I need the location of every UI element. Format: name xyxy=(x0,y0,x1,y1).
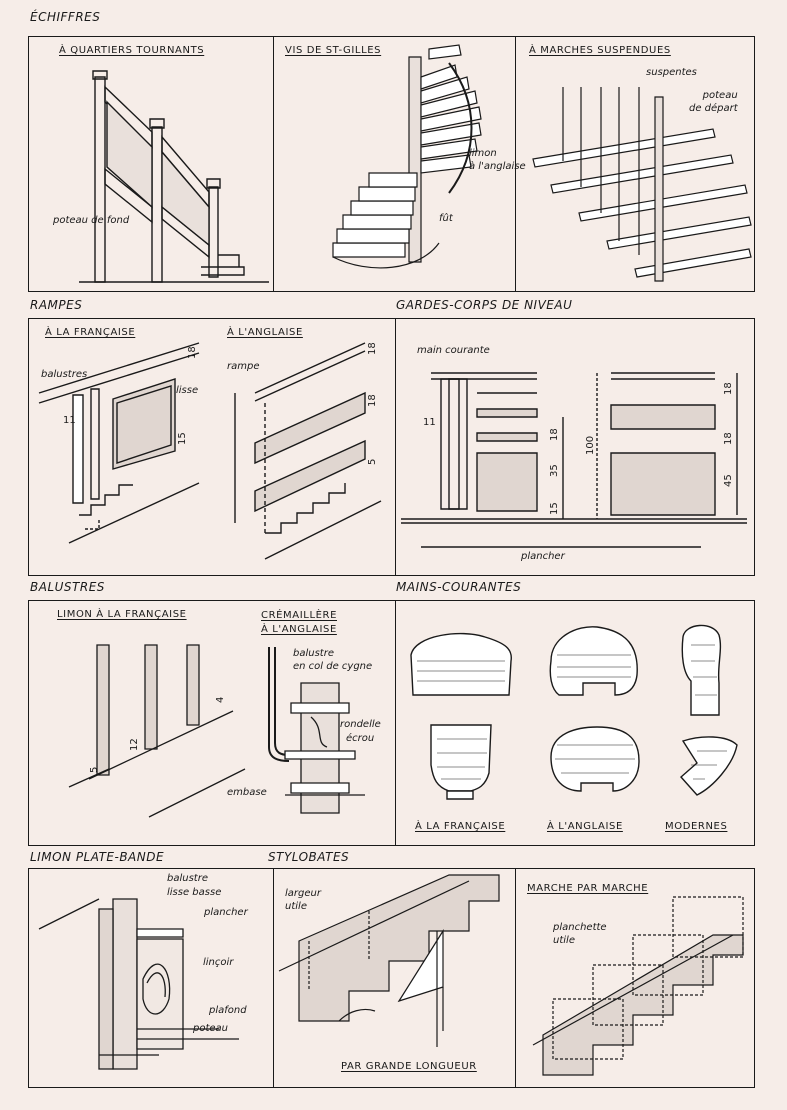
poteau-label-line2: de départ xyxy=(689,103,738,114)
dim-bal-12: 12 xyxy=(129,738,140,751)
rampes-gardes-corps-panel: À LA FRANÇAISE balustres lisse 18 11 15 … xyxy=(28,318,755,576)
dim-gc-15: 15 xyxy=(549,502,560,515)
cremaillere-title-line2: À L'ANGLAISE xyxy=(261,624,337,635)
planchette-label-line2: utile xyxy=(553,935,575,946)
limon-francaise-title: LIMON À LA FRANÇAISE xyxy=(57,609,187,620)
plancher-label: plancher xyxy=(521,551,565,562)
rampe-francaise-drawing xyxy=(39,333,219,563)
marches-suspendues-drawing xyxy=(523,57,753,287)
balustre-col-de-cygne-label: balustre en col de cygne xyxy=(293,647,372,673)
limon-plate-bande-drawing xyxy=(39,879,269,1079)
dim-bal-5: 5 xyxy=(89,766,100,773)
dim-en-18a: 18 xyxy=(367,342,378,355)
lisse-label: lisse xyxy=(176,385,199,396)
section-title-rampes: RAMPES xyxy=(30,298,83,312)
lpb-lincoir-label: linçoir xyxy=(203,957,234,968)
section-title-limon-plate-bande: LIMON PLATE-BANDE xyxy=(30,850,165,864)
rampe-anglaise-title: À L'ANGLAISE xyxy=(227,327,303,338)
dim-en-5: 5 xyxy=(367,458,378,465)
fut-label: fût xyxy=(439,213,453,224)
largeur-label-line1: largeur xyxy=(285,888,321,899)
mc-francaise-label: À LA FRANÇAISE xyxy=(415,821,506,832)
panel-divider xyxy=(395,319,396,575)
embase-label: embase xyxy=(227,787,267,798)
balustres-limon-drawing xyxy=(69,641,249,821)
section-title-gardes-corps: GARDES-CORPS DE NIVEAU xyxy=(396,298,573,312)
dim-gc-35: 35 xyxy=(549,464,560,477)
panel-divider xyxy=(273,869,274,1087)
poteau-label-line1: poteau xyxy=(702,90,738,101)
rampe-label: rampe xyxy=(227,361,260,372)
balustre-label-line2: en col de cygne xyxy=(293,661,373,672)
balustre-label-line1: balustre xyxy=(293,648,334,659)
vis-de-st-gilles-title: VIS DE ST-GILLES xyxy=(285,45,382,56)
lpb-plancher-label: plancher xyxy=(204,907,248,918)
dim-fr-18: 18 xyxy=(187,346,198,359)
quartiers-tournants-title: À QUARTIERS TOURNANTS xyxy=(59,45,205,56)
panel-divider xyxy=(515,37,516,291)
cremaillere-title-line1: CRÉMAILLÈRE xyxy=(261,610,337,621)
poteau-de-depart-label: poteau de départ xyxy=(689,89,738,115)
echiffres-panel: À QUARTIERS TOURNANTS poteau de fond VIS… xyxy=(28,36,755,292)
stylobates-longueur-drawing xyxy=(279,871,509,1047)
dim-en-18b: 18 xyxy=(367,394,378,407)
lpb-balustre-label: balustre xyxy=(167,873,208,884)
mains-courantes-drawing xyxy=(401,615,751,815)
limon-label-line1: limon xyxy=(469,148,497,159)
section-title-balustres: BALUSTRES xyxy=(30,580,105,594)
rampe-francaise-title: À LA FRANÇAISE xyxy=(45,327,136,338)
section-title-echiffres: ÉCHIFFRES xyxy=(30,10,101,24)
marche-par-marche-title: MARCHE PAR MARCHE xyxy=(527,883,649,894)
lpb-lisse-basse-label: lisse basse xyxy=(167,887,222,898)
rampe-anglaise-drawing xyxy=(225,333,391,563)
marches-suspendues-title: À MARCHES SUSPENDUES xyxy=(529,45,671,56)
limon-a-l-anglaise-label: limon à l'anglaise xyxy=(469,147,526,173)
lpb-plafond-label: plafond xyxy=(209,1005,247,1016)
planchette-utile-label: planchette utile xyxy=(553,921,607,947)
panel-divider xyxy=(273,37,274,291)
dim-gc-100: 100 xyxy=(585,435,596,455)
cremaillere-title: CRÉMAILLÈRE À L'ANGLAISE xyxy=(261,609,337,637)
main-courante-label: main courante xyxy=(417,345,490,356)
ecrou-label: écrou xyxy=(346,733,375,744)
poteau-de-fond-label: poteau de fond xyxy=(53,215,130,226)
panel-divider xyxy=(395,601,396,845)
dim-gc-right-18b: 18 xyxy=(723,432,734,445)
dim-gc-right-45: 45 xyxy=(723,474,734,487)
marche-par-marche-drawing xyxy=(523,895,753,1079)
mc-modernes-label: MODERNES xyxy=(665,821,728,832)
suspentes-label: suspentes xyxy=(646,67,697,78)
dim-fr-15: 15 xyxy=(177,432,188,445)
vis-de-st-gilles-drawing xyxy=(329,43,509,287)
largeur-utile-label: largeur utile xyxy=(285,887,321,913)
par-grande-longueur-label: PAR GRANDE LONGUEUR xyxy=(341,1061,477,1072)
cremaillere-drawing xyxy=(265,647,385,843)
dim-fr-11: 11 xyxy=(63,415,76,426)
section-title-stylobates: STYLOBATES xyxy=(268,850,350,864)
limon-stylobates-panel: balustre lisse basse plancher linçoir pl… xyxy=(28,868,755,1088)
panel-divider xyxy=(515,869,516,1087)
mc-anglaise-label: À L'ANGLAISE xyxy=(547,821,623,832)
quartiers-tournants-drawing xyxy=(39,57,269,287)
dim-bal-4: 4 xyxy=(215,696,226,703)
largeur-label-line2: utile xyxy=(285,901,307,912)
gardes-corps-drawing xyxy=(401,333,751,569)
balustres-mains-courantes-panel: LIMON À LA FRANÇAISE 4 12 5 CRÉMAILLÈRE … xyxy=(28,600,755,846)
section-title-mains-courantes: MAINS-COURANTES xyxy=(396,580,522,594)
limon-label-line2: à l'anglaise xyxy=(469,161,526,172)
dim-gc-18: 18 xyxy=(549,428,560,441)
rondelle-label: rondelle xyxy=(340,719,381,730)
dim-gc-right-18a: 18 xyxy=(723,382,734,395)
balustres-label: balustres xyxy=(41,369,88,380)
lpb-poteau-label: poteau xyxy=(193,1023,229,1034)
planchette-label-line1: planchette xyxy=(553,922,607,933)
dim-gc-11: 11 xyxy=(423,417,436,428)
